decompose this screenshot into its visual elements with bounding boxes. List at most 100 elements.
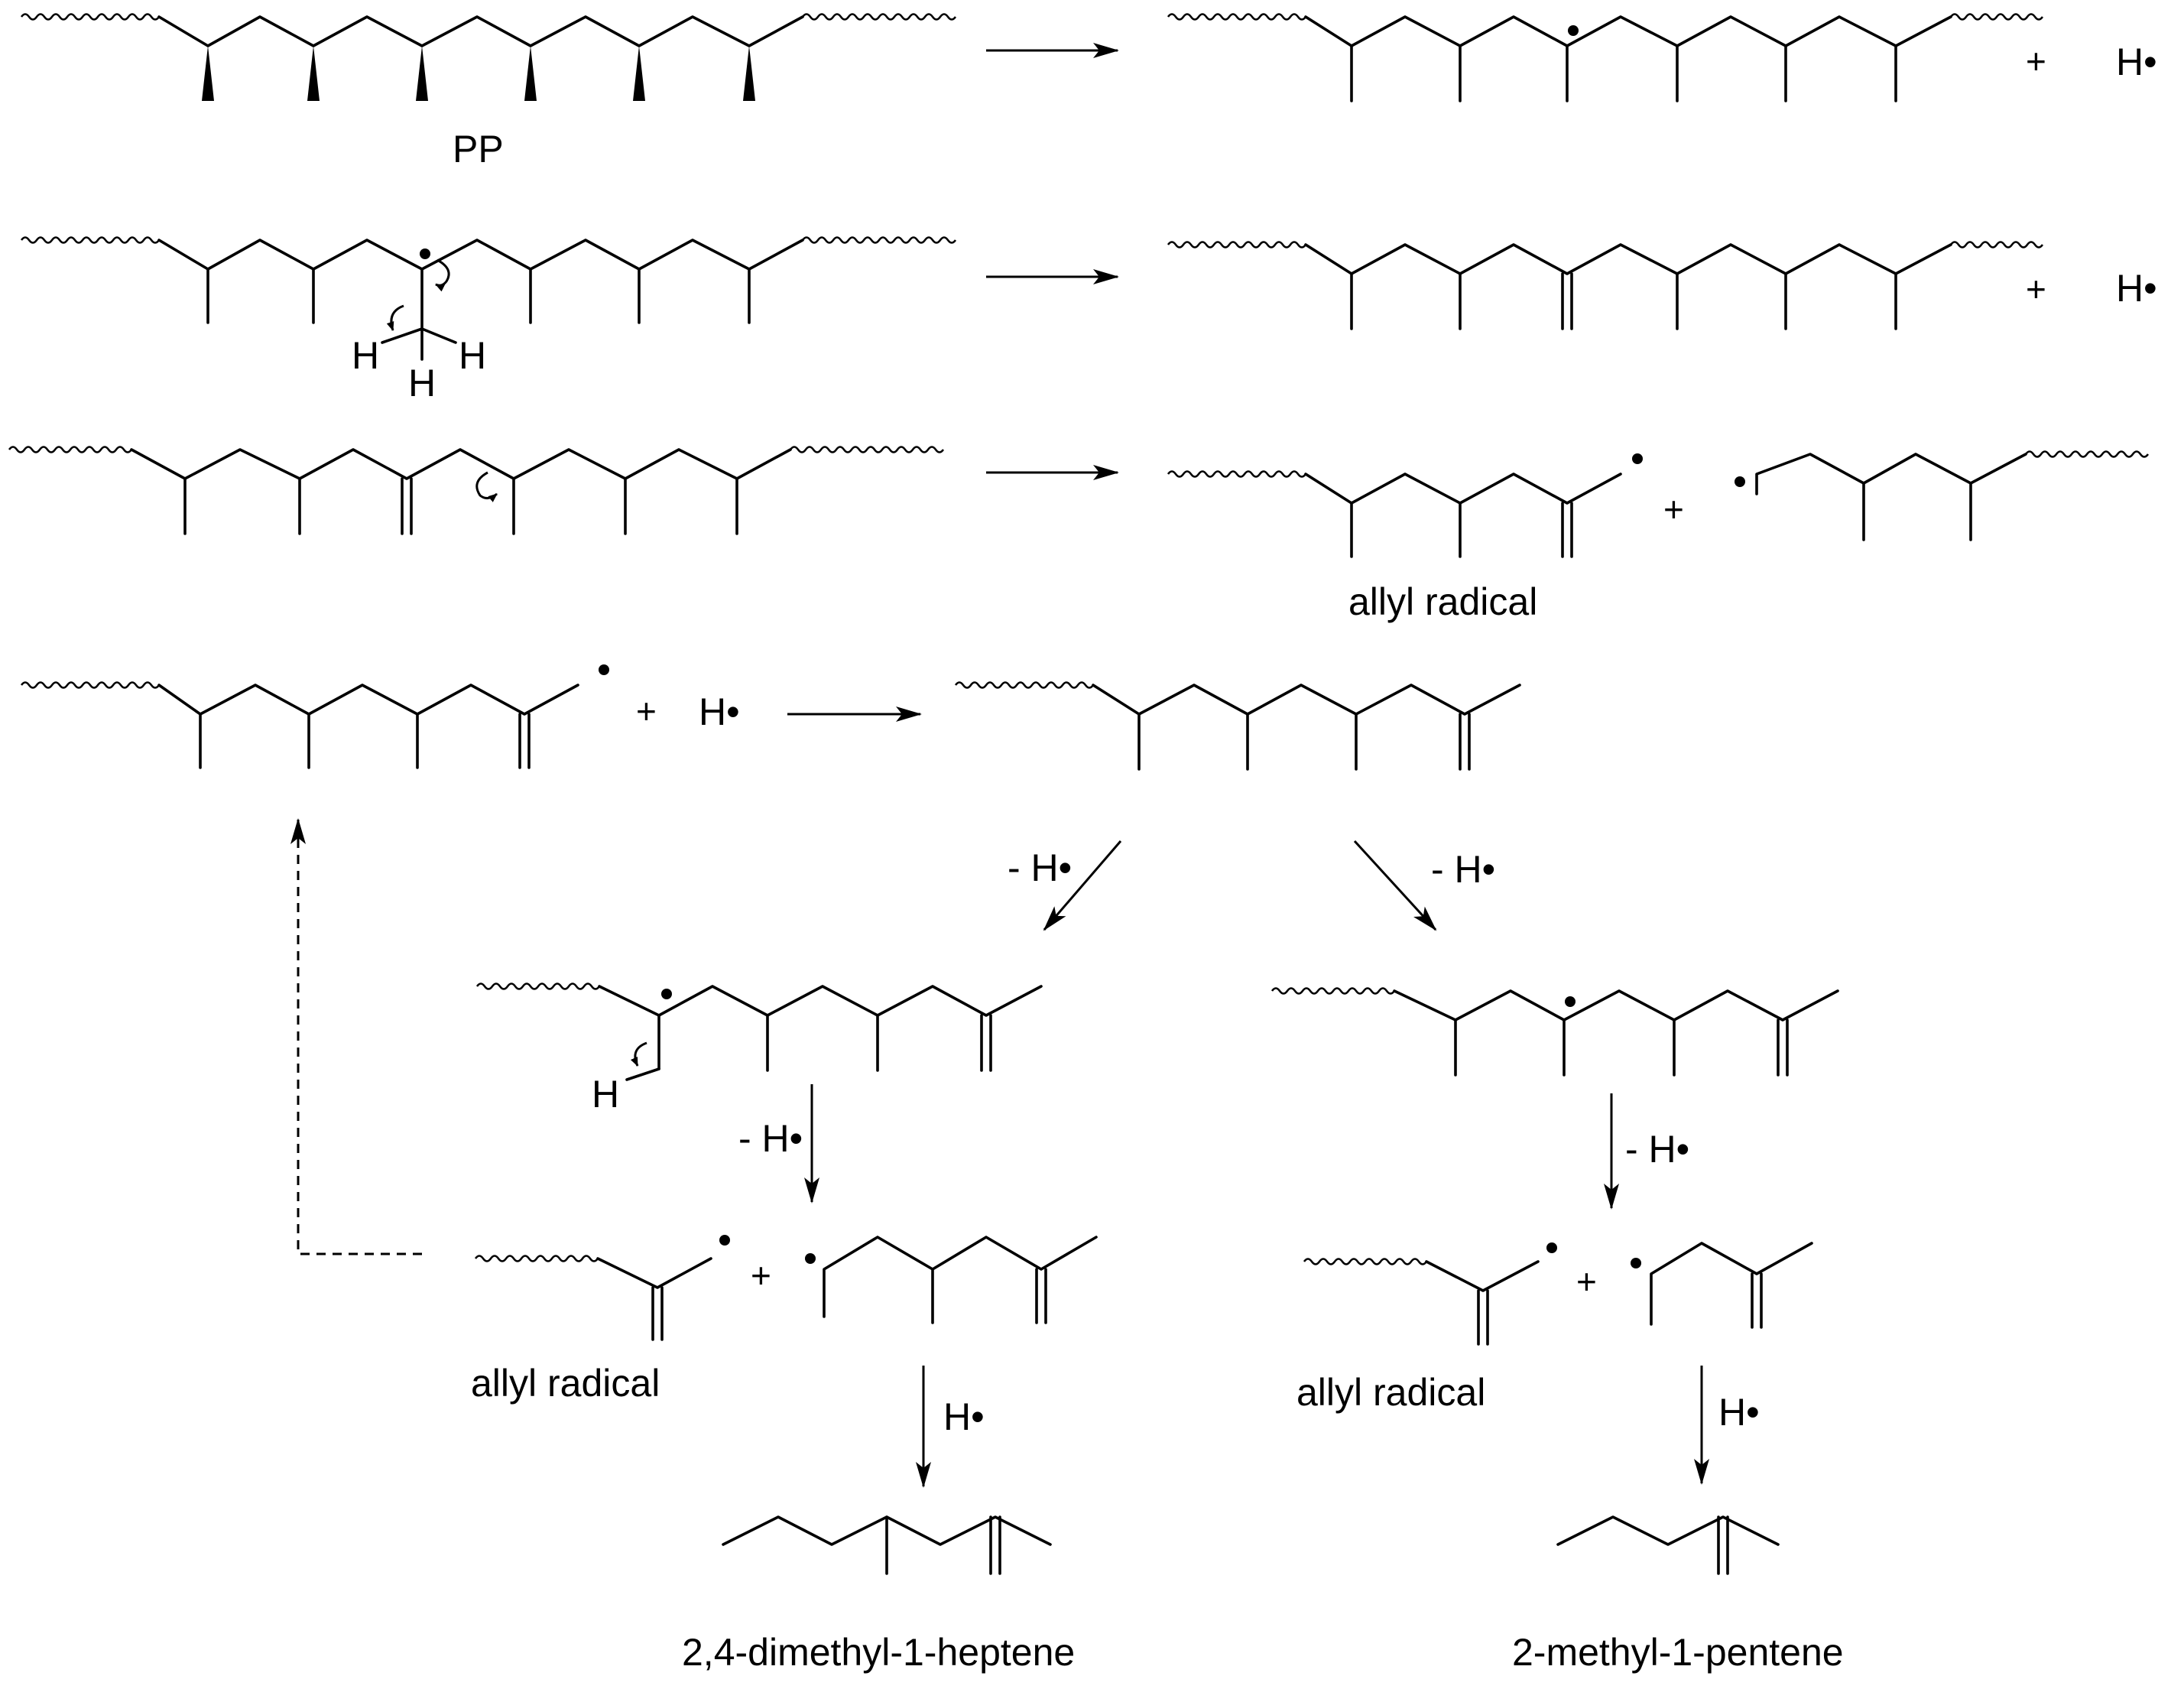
h-radical: H•: [1718, 1391, 1760, 1434]
wavy-chain-end: [8, 446, 133, 453]
plus-sign: +: [2026, 269, 2046, 309]
c-h-bond: [420, 327, 457, 344]
methyl-branches: [1350, 44, 1897, 102]
hydrogen-label: H: [459, 334, 486, 377]
radical-dot: [719, 1235, 730, 1246]
reaction-arrow-left: [1043, 840, 1122, 931]
plus-sign: +: [2026, 41, 2046, 81]
hydrogen-label: H: [408, 362, 436, 404]
left-branch: H - H• allyl radical + H• 2,4-dimethyl-1…: [471, 983, 1098, 1674]
wavy-chain-end: [20, 236, 161, 244]
wavy-chain-end: [801, 13, 957, 21]
allyl-radical-label: allyl radical: [471, 1362, 660, 1405]
alkene-backbone: [130, 448, 792, 480]
wavy-chain-end: [1303, 1258, 1428, 1265]
wavy-chain-end: [1167, 470, 1307, 478]
radical-dot: [1735, 476, 1745, 487]
allyl-radical-backbone: [1304, 473, 1622, 505]
methyl-branches: [1862, 482, 1972, 541]
wavy-chain-end: [1949, 241, 2044, 248]
methyl-branches: [766, 1014, 879, 1072]
curved-electron-arrow: [386, 304, 404, 331]
recycle-arrow: [290, 818, 422, 1255]
product-2-label: 2-methyl-1-pentene: [1512, 1631, 1844, 1674]
minus-h-radical-label: - H•: [1431, 848, 1495, 891]
h-radical: H•: [2116, 41, 2157, 83]
pp-backbone: [157, 15, 804, 47]
radical-dot: [420, 248, 430, 259]
radical-dot: [805, 1253, 816, 1264]
allyl-radical-backbone: [1425, 1260, 1540, 1292]
radical-dot: [1632, 453, 1643, 464]
minus-h-radical-label: - H•: [1008, 846, 1072, 889]
h-radical: H•: [699, 690, 740, 733]
minus-h-radical-label: - H•: [738, 1117, 803, 1160]
radical-backbone: [157, 239, 804, 271]
pp-label: PP: [453, 128, 504, 171]
radical-dot: [599, 664, 609, 675]
wavy-chain-end: [1270, 987, 1396, 995]
tertiary-radical-backbone: [1393, 989, 1839, 1022]
methyl-branches: [1350, 502, 1462, 558]
curved-electron-arrow: [435, 258, 450, 292]
radical-dot: [1631, 1258, 1641, 1268]
c-h-bond: [625, 1067, 660, 1081]
wavy-chain-end: [2024, 450, 2150, 458]
methyl-branches: [199, 713, 419, 769]
allyl-radical-label: allyl radical: [1296, 1371, 1485, 1414]
methyl-branches: [1350, 272, 1897, 330]
branch-arrows: - H• - H•: [1008, 840, 1495, 931]
plus-sign: +: [636, 691, 657, 731]
methyl-branches: [183, 477, 738, 535]
radical-dot: [1565, 996, 1576, 1007]
wavy-chain-end: [1167, 241, 1307, 248]
alkene-backbone: [1304, 243, 1952, 275]
wavy-chain-end: [954, 681, 1095, 689]
wavy-chain-end: [1949, 13, 2044, 21]
reaction-arrow-right: [1353, 840, 1437, 931]
product-1-label: 2,4-dimethyl-1-heptene: [682, 1631, 1075, 1674]
row-4-hydrogen-addition: + H•: [20, 664, 1521, 771]
wavy-chain-end: [475, 983, 601, 990]
secondary-radical-backbone: [1650, 1242, 1813, 1326]
allyl-radical-backbone: [596, 1257, 712, 1289]
dashed-return-path: [297, 827, 422, 1255]
hydrogen-label: H: [352, 334, 379, 377]
curved-electron-arrow: [630, 1041, 647, 1067]
radical-dot: [1546, 1242, 1557, 1253]
right-branch: - H• allyl radical + H• 2-methyl-1-pente…: [1270, 987, 1844, 1674]
tertiary-radical-backbone: [1304, 15, 1952, 47]
wavy-chain-end: [801, 236, 957, 244]
wavy-chain-end: [789, 446, 945, 453]
allyl-radical-label: allyl radical: [1348, 580, 1537, 623]
plus-sign: +: [751, 1255, 771, 1295]
wavy-chain-end: [20, 681, 161, 689]
minus-h-radical-label: - H•: [1625, 1128, 1689, 1171]
hydrogen-label: H: [592, 1073, 619, 1116]
methyl-branches: [206, 268, 751, 324]
wavy-chain-end: [1167, 13, 1307, 21]
secondary-radical-backbone: [823, 1236, 1098, 1318]
curved-electron-arrow: [475, 471, 498, 502]
product-2-backbone: [1556, 1515, 1780, 1546]
wavy-chain-end: [474, 1255, 599, 1262]
c-h-bond: [381, 327, 423, 344]
wavy-chain-end: [20, 13, 161, 21]
plus-sign: +: [1576, 1262, 1597, 1301]
secondary-radical-backbone: [1755, 453, 2027, 495]
terminal-alkene-backbone: [1092, 684, 1521, 716]
radical-dot: [1568, 25, 1579, 36]
row-2-methyl-loss: H H H + H•: [20, 236, 2157, 404]
row-1-polypropylene: PP + H•: [20, 13, 2157, 171]
primary-radical-backbone: [598, 985, 1043, 1017]
methyl-branches: [1137, 713, 1358, 771]
wedge-methyls: [202, 46, 755, 101]
radical-dot: [661, 989, 672, 999]
allyl-radical-backbone: [157, 684, 579, 716]
plus-sign: +: [1663, 489, 1684, 529]
h-radical: H•: [2116, 267, 2157, 310]
row-3-chain-scission: allyl radical +: [8, 446, 2150, 623]
methyl-branches: [1454, 1018, 1676, 1077]
